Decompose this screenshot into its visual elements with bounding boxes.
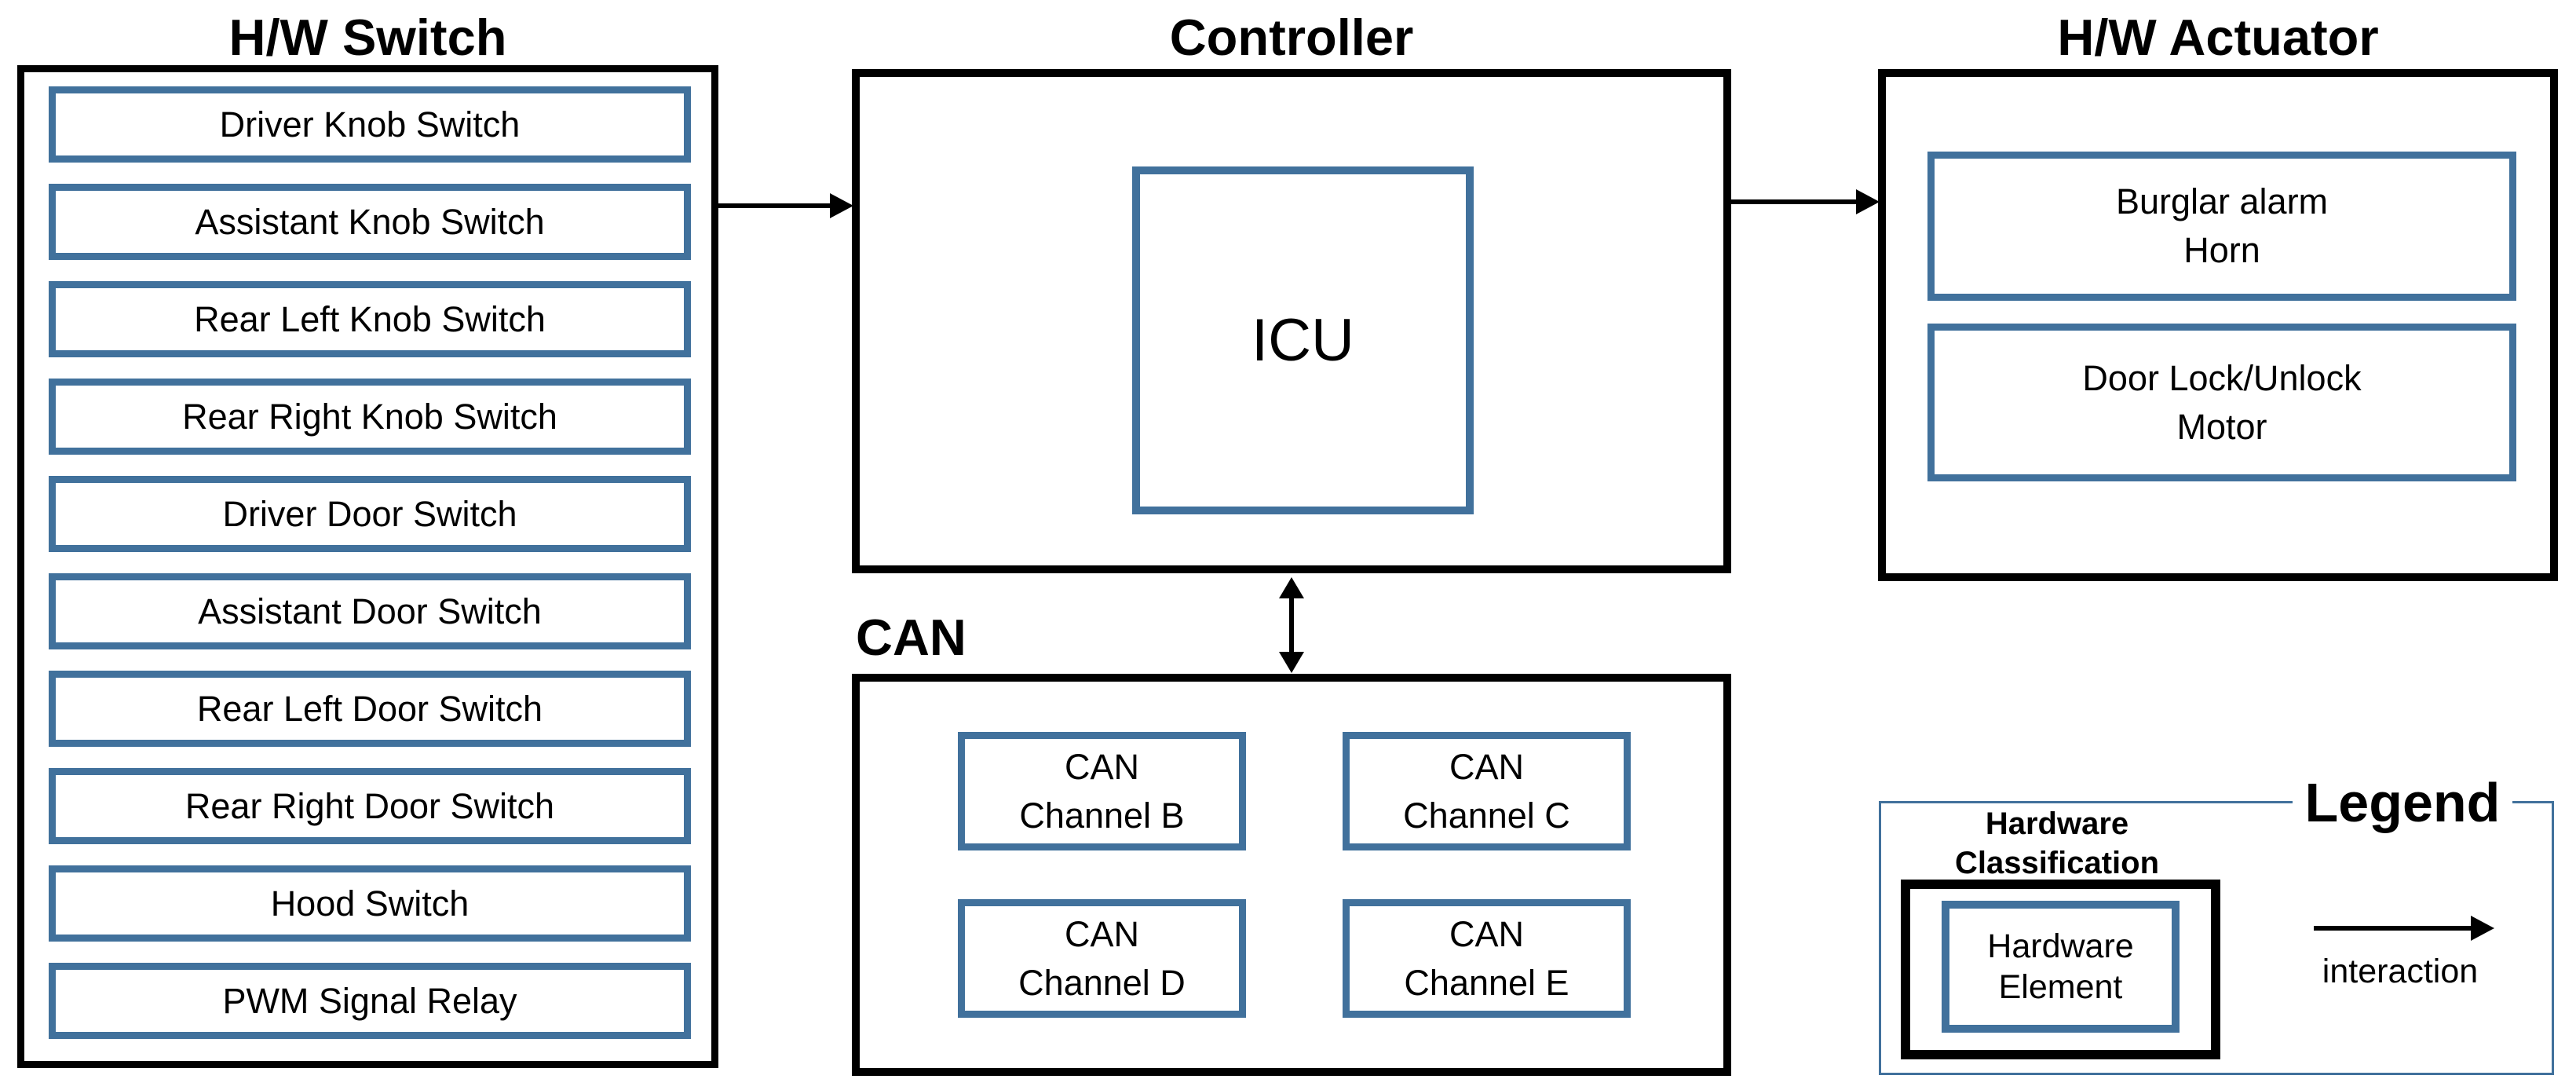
door-lock-unlock-motor-box: Door Lock/Unlock Motor [1927,324,2516,481]
hardware-element-line1: Hardware [1987,927,2134,965]
actuator-label-line1: Door Lock/Unlock [2082,357,2362,398]
hw-switch-title: H/W Switch [228,9,507,66]
hw-switch-item-label: Driver Knob Switch [219,104,521,144]
hardware-classification-line1: Hardware [1985,807,2129,841]
arrow-right-icon [1856,189,1880,214]
can-channel-label-line1: CAN [1449,913,1524,954]
can-channel-label-line2: Channel B [1019,795,1185,836]
burglar-alarm-horn-box: Burglar alarm Horn [1927,152,2516,301]
can-channel-b-box: CAN Channel B [958,732,1246,850]
hardware-classification-line2: Classification [1954,846,2160,880]
hardware-classification-label: Hardware Classification [1900,804,2214,883]
hw-switch-item: Rear Left Knob Switch [49,281,691,357]
hw-switch-item-label: Hood Switch [270,883,470,924]
hw-switch-item: Assistant Knob Switch [49,184,691,260]
arrow-right-icon [2471,916,2494,941]
legend-frame [1879,801,2554,1075]
actuator-label-line2: Horn [2183,230,2260,270]
arrow-line [1289,597,1294,653]
hw-switch-item-label: Rear Right Knob Switch [182,396,557,437]
arrow-right-icon [830,193,853,218]
arrow-line [718,203,830,208]
hw-switch-item: Driver Door Switch [49,476,691,552]
controller-title: Controller [1169,9,1414,66]
can-channel-label-line1: CAN [1064,746,1139,787]
hw-switch-frame [17,65,718,1068]
legend-title: Legend [2293,774,2512,832]
hardware-element-line2: Element [1998,968,2123,1006]
arrow-line [1731,199,1856,204]
hw-switch-item-label: Driver Door Switch [222,493,517,534]
can-frame [852,674,1731,1076]
hw-switch-item: Rear Right Door Switch [49,768,691,844]
hw-switch-item-label: Assistant Door Switch [198,591,542,631]
hw-switch-item: Assistant Door Switch [49,573,691,649]
controller-frame [852,69,1731,573]
icu-label: ICU [1251,306,1354,374]
hw-switch-item: Hood Switch [49,865,691,942]
hw-switch-item-label: PWM Signal Relay [222,980,517,1021]
arrow-up-icon [1279,577,1304,598]
arrow-down-icon [1279,652,1304,673]
can-channel-d-box: CAN Channel D [958,899,1246,1018]
can-channel-label-line1: CAN [1449,746,1524,787]
actuator-label-line1: Burglar alarm [2115,181,2329,221]
icu-box: ICU [1132,166,1474,514]
hw-switch-item: Rear Right Knob Switch [49,379,691,455]
hw-actuator-title: H/W Actuator [2057,9,2379,66]
can-channel-label-line2: Channel C [1403,795,1570,836]
hw-actuator-frame [1878,69,2558,581]
hw-switch-item-label: Rear Left Knob Switch [194,298,546,339]
hw-switch-item: Rear Left Door Switch [49,671,691,747]
arrow-line [2314,926,2471,931]
can-channel-c-box: CAN Channel C [1343,732,1631,850]
hw-switch-item: PWM Signal Relay [49,963,691,1039]
hw-switch-item: Driver Knob Switch [49,86,691,163]
hw-switch-item-label: Rear Left Door Switch [196,688,543,729]
can-channel-label-line2: Channel E [1404,962,1569,1003]
hw-switch-item-label: Rear Right Door Switch [185,785,555,826]
can-channel-label-line1: CAN [1064,913,1139,954]
hw-switch-item-label: Assistant Knob Switch [195,201,545,242]
interaction-label: interaction [2322,953,2479,990]
can-channel-e-box: CAN Channel E [1343,899,1631,1018]
can-title: CAN [856,609,966,666]
hardware-element-box: Hardware Element [1942,901,2180,1033]
can-channel-label-line2: Channel D [1018,962,1186,1003]
actuator-label-line2: Motor [2176,406,2267,447]
